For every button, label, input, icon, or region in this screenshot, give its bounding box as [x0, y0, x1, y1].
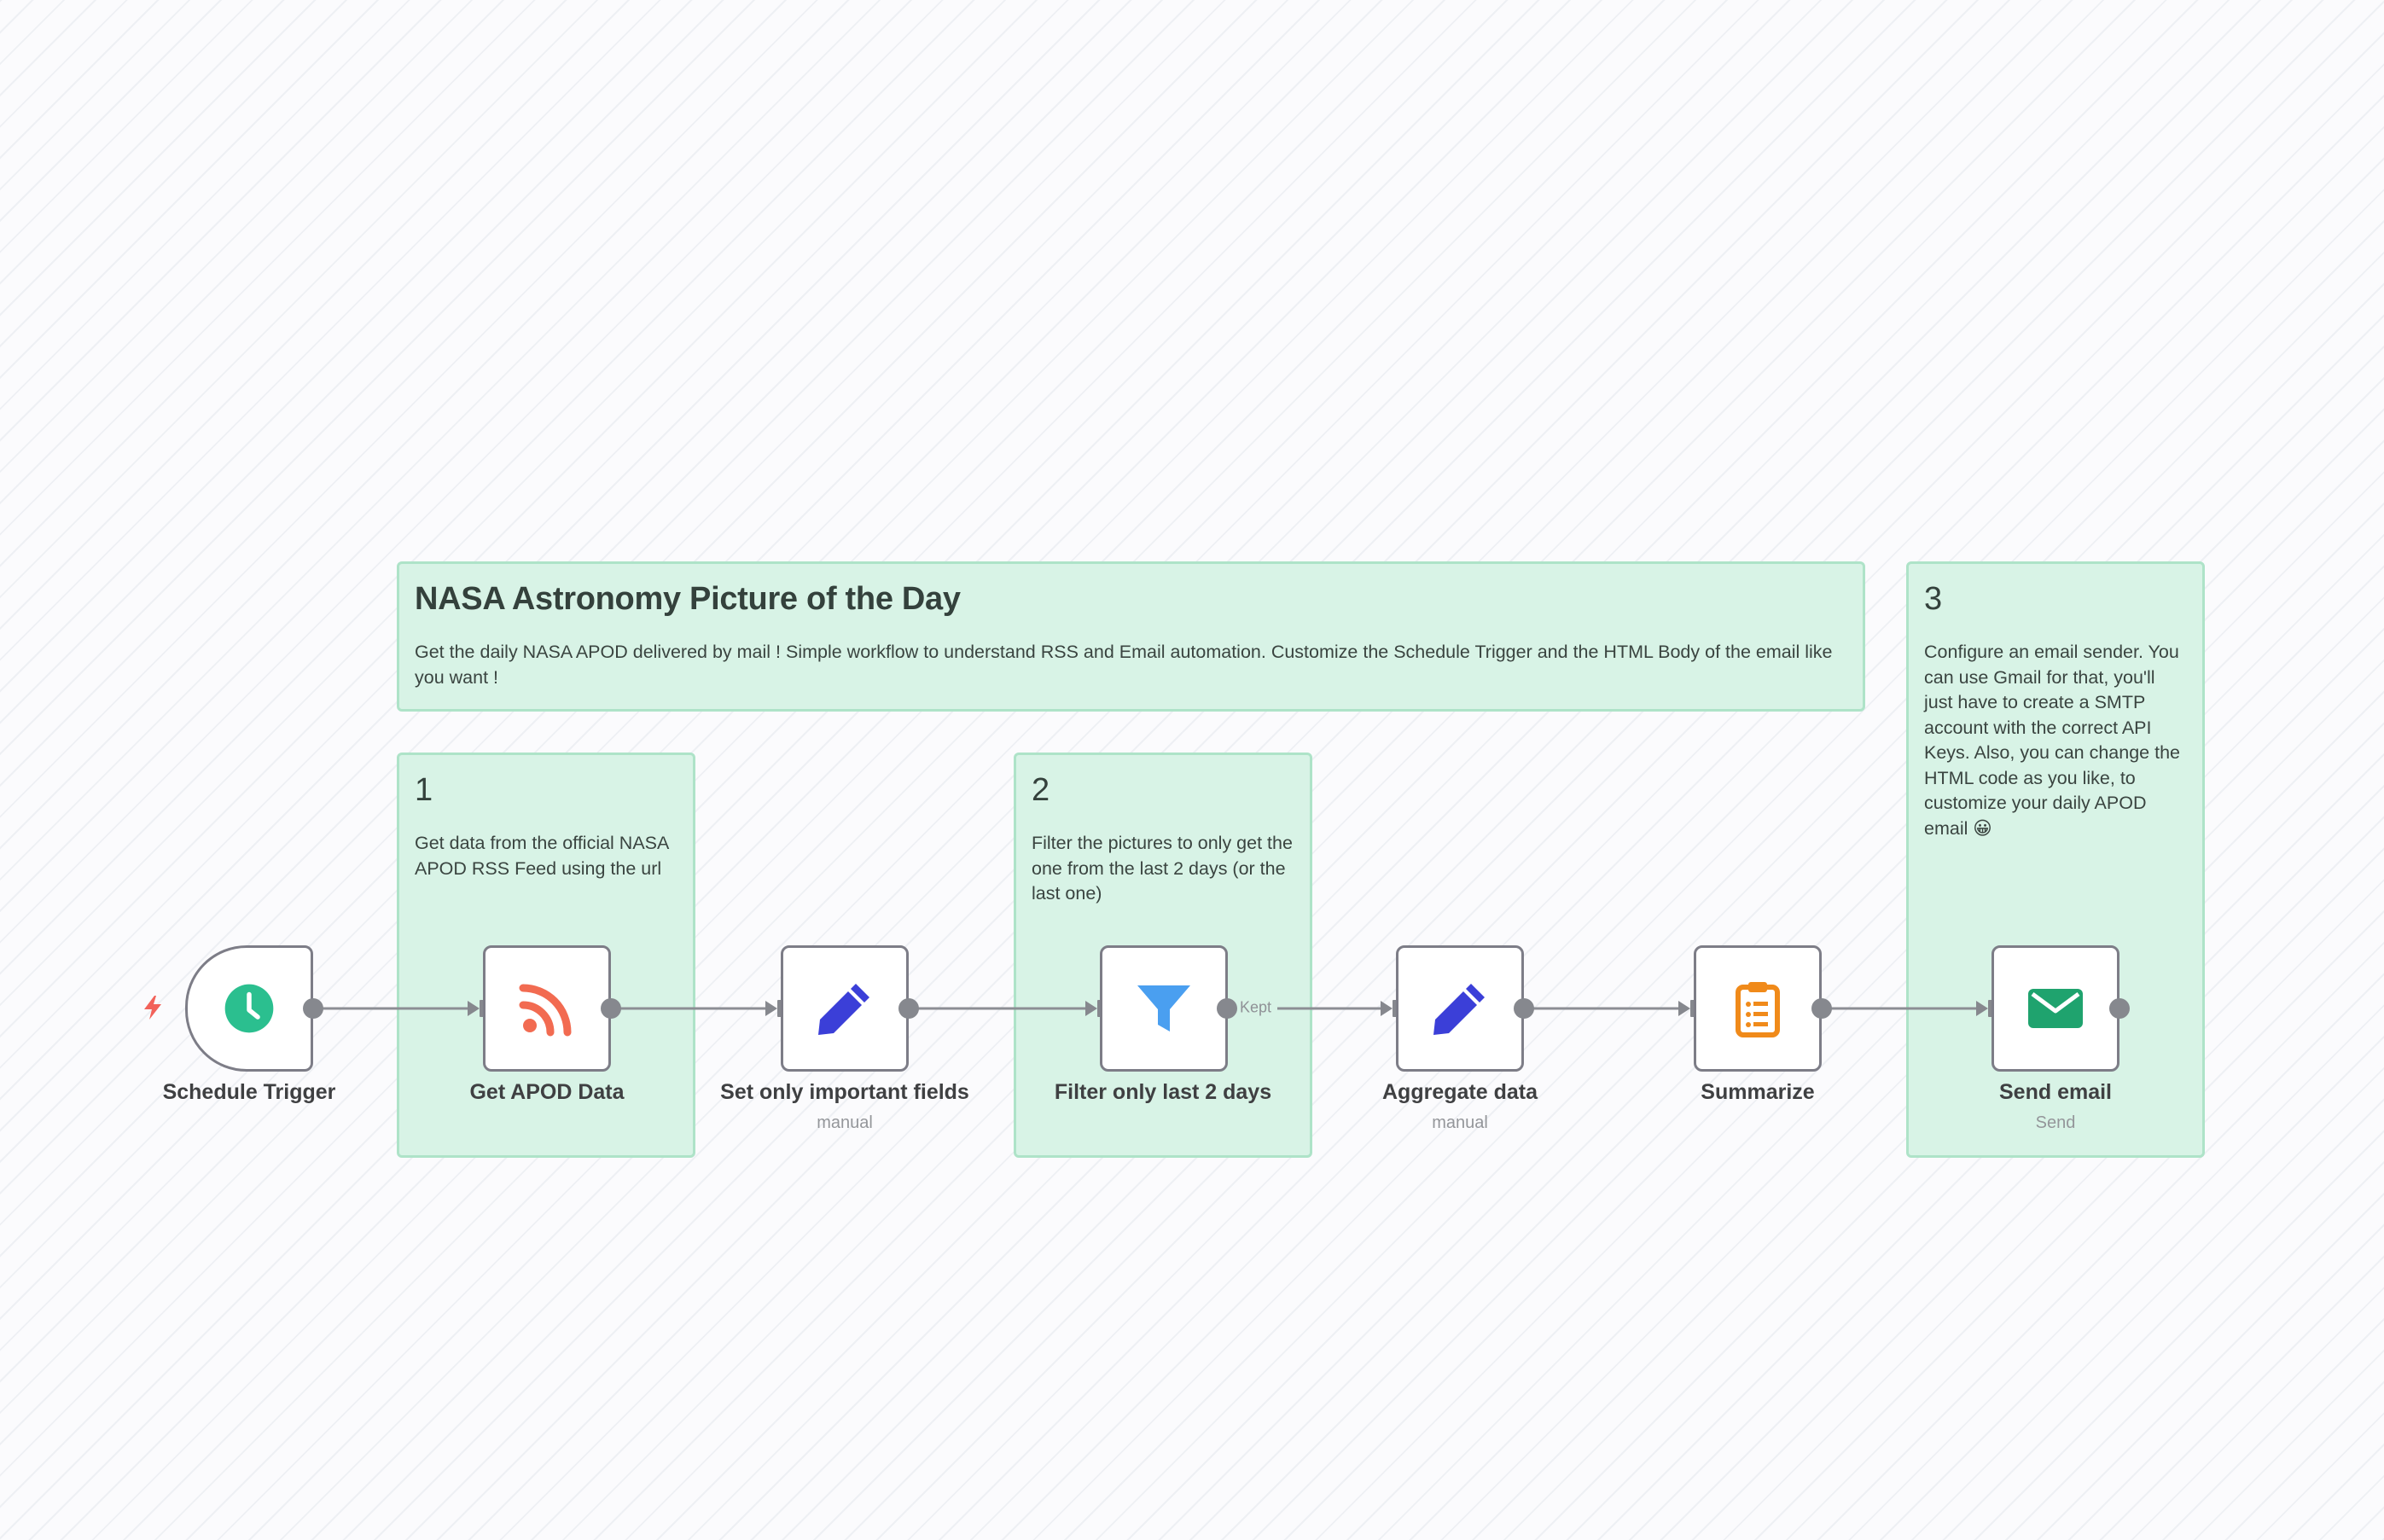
sticky-note-main[interactable]: NASA Astronomy Picture of the Day Get th…: [397, 561, 1865, 712]
node-sublabel: manual: [817, 1113, 873, 1132]
connector-apod-to-set: [611, 1007, 770, 1010]
filter-icon: [1137, 985, 1190, 1032]
node-label: Set only important fields: [720, 1080, 969, 1104]
connector-filter-to-aggregate-b: [1277, 1007, 1385, 1010]
arrowhead: [1678, 1001, 1690, 1016]
sticky-title: 3: [1924, 581, 1943, 617]
sticky-title: 1: [415, 772, 433, 808]
input-handle[interactable]: [480, 1000, 486, 1017]
rss-icon: [519, 984, 572, 1037]
output-handle[interactable]: [601, 998, 621, 1019]
node-label: Schedule Trigger: [162, 1080, 336, 1104]
pencil-icon: [818, 984, 869, 1035]
node-aggregate-data[interactable]: [1396, 945, 1524, 1072]
input-handle[interactable]: [1988, 1000, 1994, 1017]
arrowhead: [1085, 1001, 1097, 1016]
sticky-title: NASA Astronomy Picture of the Day: [415, 581, 961, 617]
pencil-icon: [1433, 984, 1485, 1035]
output-handle[interactable]: [2109, 998, 2130, 1019]
connector-summarize-to-email: [1822, 1007, 1980, 1010]
sticky-body: Get data from the official NASA APOD RSS…: [415, 833, 669, 879]
clipboard-icon: [1736, 982, 1780, 1037]
sticky-body: Filter the pictures to only get the one …: [1032, 833, 1293, 904]
output-handle[interactable]: [898, 998, 919, 1019]
node-get-apod-data[interactable]: [483, 945, 611, 1072]
node-label: Get APOD Data: [469, 1080, 625, 1104]
node-sublabel: manual: [1432, 1113, 1488, 1132]
input-handle[interactable]: [1690, 1000, 1696, 1017]
arrowhead: [1976, 1001, 1988, 1016]
output-handle[interactable]: [1217, 998, 1237, 1019]
sticky-note-step1[interactable]: 1 Get data from the official NASA APOD R…: [397, 753, 695, 1158]
clock-icon: [224, 984, 274, 1033]
node-label: Aggregate data: [1382, 1080, 1538, 1104]
connector-trigger-to-apod: [313, 1007, 472, 1010]
output-handle[interactable]: [1514, 998, 1534, 1019]
arrowhead: [1381, 1001, 1393, 1016]
connector-set-to-filter: [909, 1007, 1090, 1010]
filter-output-label: Kept: [1240, 998, 1272, 1016]
input-handle[interactable]: [1393, 1000, 1398, 1017]
connector-aggregate-to-summarize: [1524, 1007, 1683, 1010]
node-schedule-trigger[interactable]: [185, 945, 313, 1072]
sticky-title: 2: [1032, 772, 1050, 808]
trigger-bolt-icon: [144, 996, 161, 1020]
arrowhead: [765, 1001, 777, 1016]
input-handle[interactable]: [777, 1000, 783, 1017]
node-label: Send email: [1999, 1080, 2112, 1104]
node-label: Filter only last 2 days: [1054, 1080, 1272, 1104]
node-sublabel: Send: [2035, 1113, 2076, 1132]
email-icon: [2028, 989, 2083, 1028]
output-handle[interactable]: [303, 998, 323, 1019]
sticky-body: Get the daily NASA APOD delivered by mai…: [415, 642, 1833, 688]
arrowhead: [468, 1001, 480, 1016]
node-label: Summarize: [1701, 1080, 1815, 1104]
output-handle[interactable]: [1811, 998, 1832, 1019]
sticky-body: Configure an email sender. You can use G…: [1924, 642, 2181, 839]
node-send-email[interactable]: [1992, 945, 2119, 1072]
node-filter-last-2-days[interactable]: [1100, 945, 1228, 1072]
node-set-important-fields[interactable]: [781, 945, 909, 1072]
node-summarize[interactable]: [1694, 945, 1822, 1072]
